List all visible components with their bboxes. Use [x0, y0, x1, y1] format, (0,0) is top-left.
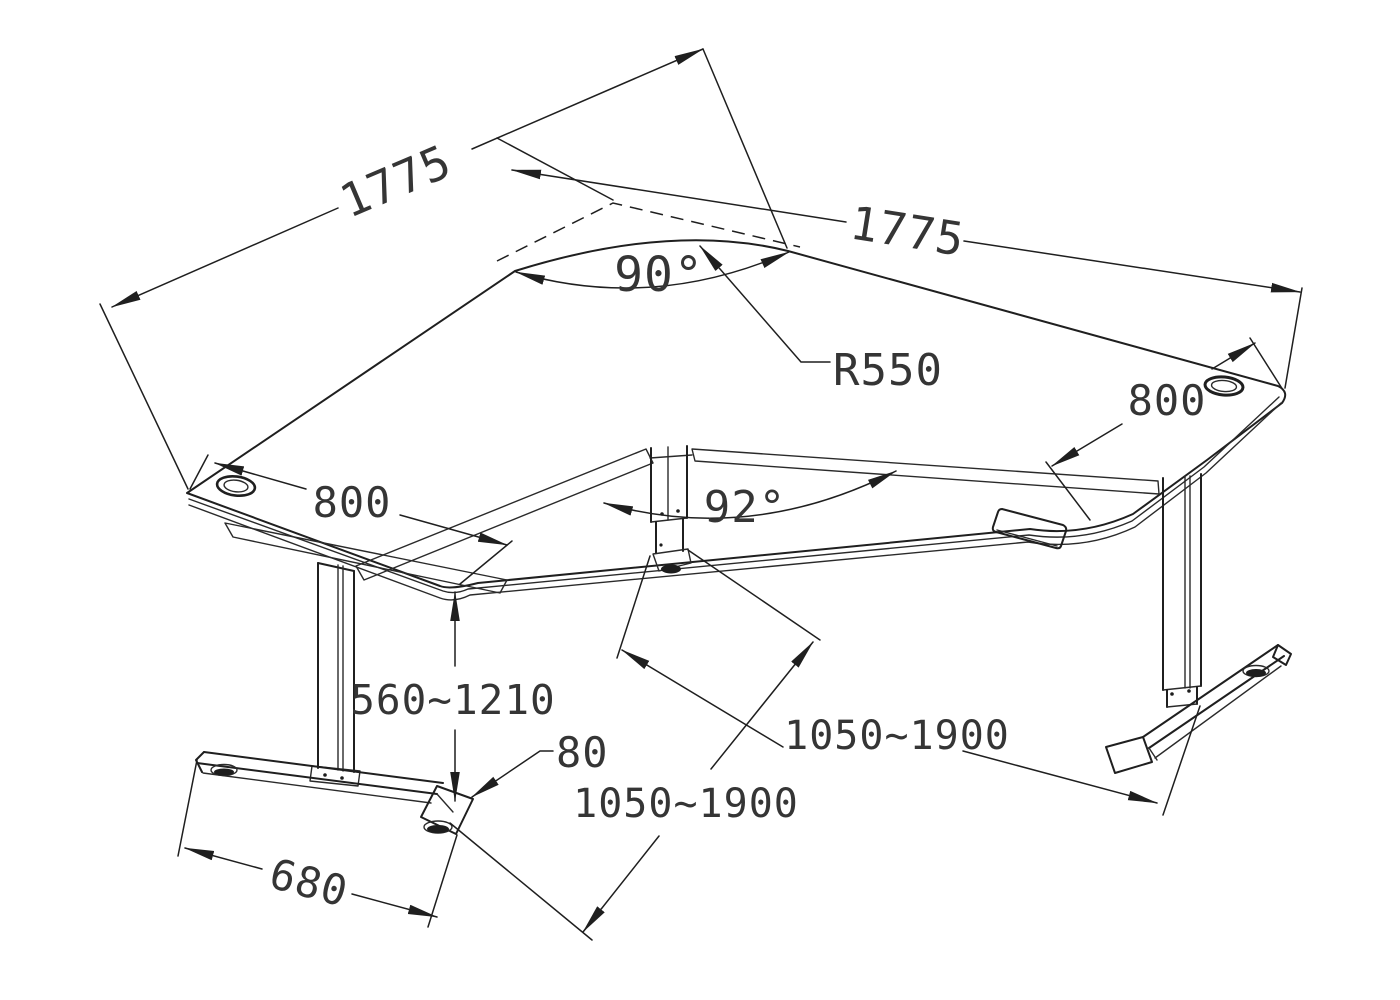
extension-line: [99, 303, 189, 490]
dim-line-800-right: [1211, 342, 1256, 370]
extension-line: [177, 759, 198, 857]
height-control-keypad: [991, 508, 1068, 550]
dim-line-800-right: [1051, 423, 1123, 467]
extension-line: [1284, 287, 1303, 389]
dim-line-frame-range-left: [582, 835, 660, 933]
right-leg-stage-edge: [1162, 685, 1202, 691]
right-foot-bottom-edge: [1154, 665, 1282, 759]
right-foot-end-cap: [1105, 736, 1153, 774]
dim-label-frame-range-left: 1050~1900: [573, 781, 799, 827]
dim-line-800-left: [214, 462, 307, 490]
dim-line-1775-right: [963, 240, 1301, 293]
dim-line-frame-range-right: [621, 649, 784, 748]
right-foot-top-edge: [1142, 644, 1279, 738]
left-foot-cap-line: [436, 793, 454, 813]
dimension-annotations: [99, 48, 1303, 941]
extension-line: [427, 834, 458, 928]
left-foot-end-cap: [420, 785, 474, 835]
dim-label-left-edge: 1775: [332, 134, 459, 229]
extension-line: [449, 822, 593, 941]
dim-label-foot-length: 680: [265, 849, 354, 917]
dim-label-foot-end-height: 80: [556, 728, 609, 777]
dim-label-right-depth: 800: [1128, 376, 1207, 425]
extension-line: [459, 540, 513, 585]
extension-line: [1045, 461, 1091, 521]
screw-dot: [323, 773, 327, 777]
right-foot-cap-line: [1148, 747, 1158, 761]
screw-dot: [676, 509, 680, 513]
extension-line: [189, 454, 209, 490]
dim-arc-90: [515, 251, 790, 289]
dim-label-left-depth: 800: [313, 478, 392, 527]
right-frame-rail: [691, 448, 1160, 495]
screw-dot: [340, 776, 344, 780]
dim-label-right-edge: 1775: [847, 196, 969, 267]
dim-line-frame-range-left: [710, 641, 814, 770]
dim-line-680: [351, 893, 438, 918]
leveling-pad-shadow: [427, 825, 449, 833]
left-grommet-icon: [215, 474, 257, 498]
right-grommet-icon: [1203, 375, 1245, 397]
desk-structure: [186, 239, 1292, 835]
corner-leg-stage-edge: [650, 517, 688, 523]
virtual-corner-dashed-line: [496, 202, 801, 262]
left-foot-top-edge: [203, 751, 444, 784]
screw-dot: [1187, 689, 1191, 693]
dim-label-frame-range-right: 1050~1900: [784, 713, 1010, 759]
screw-dot: [1170, 692, 1174, 696]
right-leg: [1105, 473, 1292, 774]
dim-line-frame-range-right: [962, 750, 1158, 804]
left-end-frame-bracket: [224, 522, 508, 594]
rail-corner-joint: [649, 454, 693, 459]
extension-line: [616, 555, 651, 659]
dim-label-height-range: 560~1210: [350, 676, 555, 724]
dim-line-800-left: [399, 514, 508, 546]
desktop-outline: [186, 239, 1287, 589]
leveling-pad-shadow: [214, 768, 234, 776]
screw-dot: [659, 543, 663, 547]
dim-arc-92: [603, 470, 897, 519]
corner-leg-end-cap: [652, 548, 692, 572]
dim-line-680: [184, 847, 263, 870]
dim-line-1775-right: [511, 169, 847, 223]
right-foot-far-cap: [1272, 644, 1292, 666]
right-foot-front-edge: [1148, 655, 1285, 749]
leveling-pad-shadow: [661, 564, 681, 574]
left-frame-rail: [355, 448, 654, 581]
dim-line-1775-left: [471, 48, 704, 150]
dim-label-frame-angle: 92°: [704, 482, 786, 533]
dim-label-corner-angle: 90°: [614, 247, 704, 303]
dim-line-1775-left: [111, 207, 339, 308]
extension-line: [496, 137, 614, 201]
left-foot-rear-cap: [195, 751, 205, 773]
leader-80: [471, 750, 554, 798]
dim-label-corner-radius: R550: [833, 345, 943, 396]
left-leg: [195, 562, 474, 835]
corner-leg: [650, 445, 692, 574]
left-leg-top-edge: [317, 562, 355, 572]
leader-r550: [699, 245, 831, 363]
leveling-pad-shadow: [1246, 669, 1266, 677]
extension-line: [1162, 705, 1201, 816]
extension-line: [702, 48, 788, 249]
extension-line: [687, 549, 821, 641]
left-foot-bottom-edge: [202, 772, 432, 804]
